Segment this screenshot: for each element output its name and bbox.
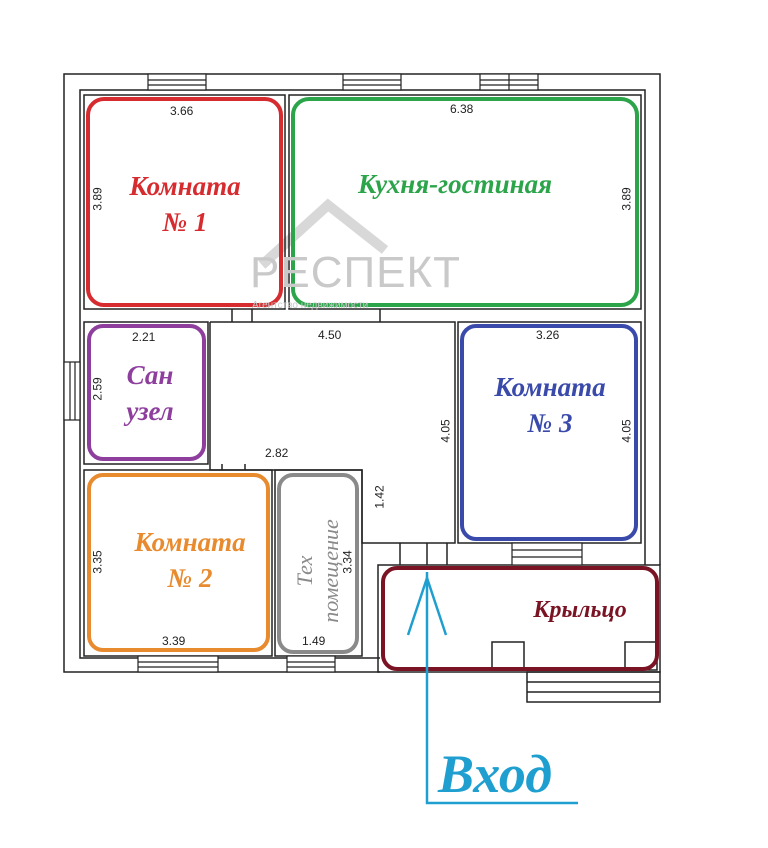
- watermark-tagline: Агентство недвижимости: [252, 300, 369, 311]
- tech-height: 3.34: [340, 550, 355, 574]
- room1-width: 3.66: [170, 104, 194, 118]
- room1-label: Комната № 1: [110, 168, 260, 240]
- porch-outline: [381, 566, 659, 671]
- tech-outline: [277, 473, 359, 654]
- room2-label: Комната № 2: [115, 524, 265, 596]
- hall-height2: 1.42: [372, 485, 387, 509]
- watermark-roof-icon: [258, 198, 389, 269]
- tech-label: Тех помещение: [292, 501, 344, 641]
- bathroom-label-line2: узел: [126, 396, 174, 426]
- room2-label-line2: № 2: [167, 563, 213, 593]
- room2-height: 3.35: [90, 550, 105, 574]
- room2-outline: [87, 473, 270, 652]
- entrance-arrow-icon: [406, 572, 578, 805]
- watermark-brand: РЕСПЕКТ: [250, 248, 461, 297]
- room3-outline: [460, 324, 638, 541]
- room3-label: Комната № 3: [470, 369, 630, 441]
- kitchen-label: Кухня-гостиная: [357, 169, 553, 199]
- room3-height: 4.05: [619, 419, 634, 443]
- room2-width: 3.39: [162, 634, 186, 648]
- bathroom-width: 2.21: [132, 330, 156, 344]
- hall-width2: 2.82: [265, 446, 289, 460]
- room3-width: 3.26: [536, 328, 560, 342]
- room1-label-line2: № 1: [162, 207, 208, 237]
- kitchen-width: 6.38: [450, 102, 474, 116]
- bathroom-height: 2.59: [90, 377, 105, 401]
- room1-height: 3.89: [90, 187, 105, 211]
- kitchen-outline: [291, 97, 639, 307]
- bathroom-label: Сан узел: [100, 357, 200, 429]
- hall-height: 4.05: [438, 419, 453, 443]
- room3-label-line2: № 3: [527, 408, 573, 438]
- tech-label-line1: Тех: [292, 555, 317, 587]
- entrance-label: Вход: [438, 744, 552, 804]
- windows: [63, 73, 583, 673]
- bathroom-label-line1: Сан: [126, 360, 174, 390]
- kitchen-height: 3.89: [619, 187, 634, 211]
- tech-width: 1.49: [302, 634, 326, 648]
- bathroom-outline: [87, 324, 206, 461]
- room3-label-line1: Комната: [494, 372, 606, 402]
- room1-outline: [86, 97, 283, 307]
- porch-label: Крыльцо: [533, 597, 627, 623]
- hall-width: 4.50: [318, 328, 342, 342]
- room1-label-line1: Комната: [129, 171, 241, 201]
- room2-label-line1: Комната: [134, 527, 246, 557]
